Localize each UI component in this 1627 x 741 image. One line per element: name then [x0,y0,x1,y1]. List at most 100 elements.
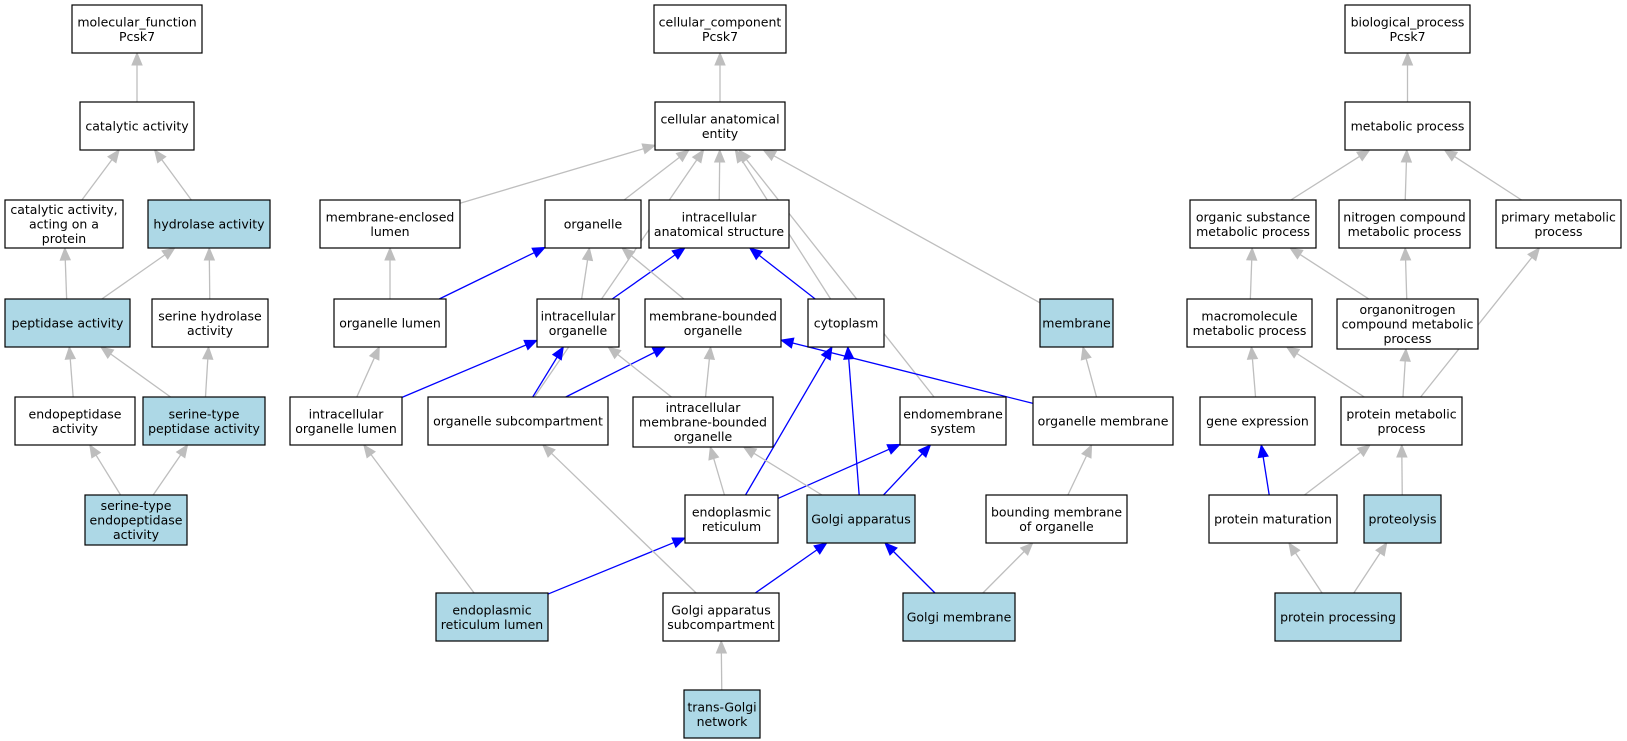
node-box[interactable] [1336,298,1479,350]
node-box[interactable] [536,298,620,348]
edge-memb-to-cae [762,149,1041,304]
node-box[interactable] [662,592,780,642]
node-label-line: metabolic process [1193,323,1307,338]
node-box[interactable] [1363,494,1442,544]
node-box[interactable] [654,101,786,151]
node-box[interactable] [79,101,195,151]
edge-arrowhead [1527,246,1541,262]
edge-line [401,344,527,398]
edge-line [532,356,558,398]
node-box[interactable] [333,298,447,348]
edge-osub-to-intorg [532,345,564,398]
node-box[interactable] [1274,592,1402,642]
node-box[interactable] [899,396,1007,446]
node-orglum[interactable]: organelle lumen [333,298,447,348]
node-org[interactable]: organelle [544,199,642,249]
edge-metab-to-bp [1401,51,1414,102]
node-box[interactable] [1032,396,1174,446]
node-box[interactable] [653,4,787,54]
node-box[interactable] [289,396,403,446]
node-box[interactable] [648,199,790,249]
node-box[interactable] [644,298,782,348]
node-box[interactable] [71,4,203,54]
node-box[interactable] [151,298,269,348]
node-box[interactable] [684,494,779,544]
node-box[interactable] [147,199,271,249]
node-proteo[interactable]: proteolysis [1363,494,1442,544]
node-golgi[interactable]: Golgi apparatus [806,494,916,544]
node-box[interactable] [544,199,642,249]
node-cyto[interactable]: cytoplasm [807,298,885,348]
node-box[interactable] [1344,101,1471,151]
node-box[interactable] [985,494,1128,544]
node-box[interactable] [4,298,131,348]
node-protmat[interactable]: protein maturation [1208,494,1338,544]
node-pept[interactable]: peptidase activity [4,298,131,348]
edge-line [1262,456,1270,496]
node-box[interactable] [807,298,885,348]
node-osub[interactable]: organelle subcompartment [427,396,609,446]
node-box[interactable] [1186,298,1313,348]
node-box[interactable] [1039,298,1114,348]
node-box[interactable] [1495,199,1622,249]
node-box[interactable] [1340,396,1463,446]
node-box[interactable] [427,396,609,446]
node-box[interactable] [435,592,549,642]
node-box[interactable] [1199,396,1316,446]
node-memb[interactable]: membrane [1039,298,1114,348]
node-orgmem[interactable]: organelle membrane [1032,396,1174,446]
node-box[interactable] [84,494,188,546]
node-metab[interactable]: metabolic process [1344,101,1471,151]
node-box[interactable] [806,494,916,544]
edge-line [95,454,122,496]
node-box[interactable] [142,396,266,446]
node-box[interactable] [632,396,774,448]
node-box[interactable] [683,689,761,739]
node-box[interactable] [1208,494,1338,544]
node-box[interactable] [319,199,461,249]
node-golgimem[interactable]: Golgi membrane [902,592,1016,642]
node-geneexp[interactable]: gene expression [1199,396,1316,446]
edge-line [630,255,685,300]
node-protproc[interactable]: protein processing [1274,592,1402,642]
node-box[interactable] [1338,199,1471,249]
node-cat[interactable]: catalytic activity [79,101,195,151]
node-box[interactable] [1189,199,1317,249]
node-hydro[interactable]: hydrolase activity [147,199,271,249]
node-box[interactable] [14,396,136,446]
node-label: metabolic process [1351,119,1465,134]
node-box[interactable] [4,199,124,249]
node-box[interactable] [1344,4,1471,54]
node-box[interactable] [902,592,1016,642]
